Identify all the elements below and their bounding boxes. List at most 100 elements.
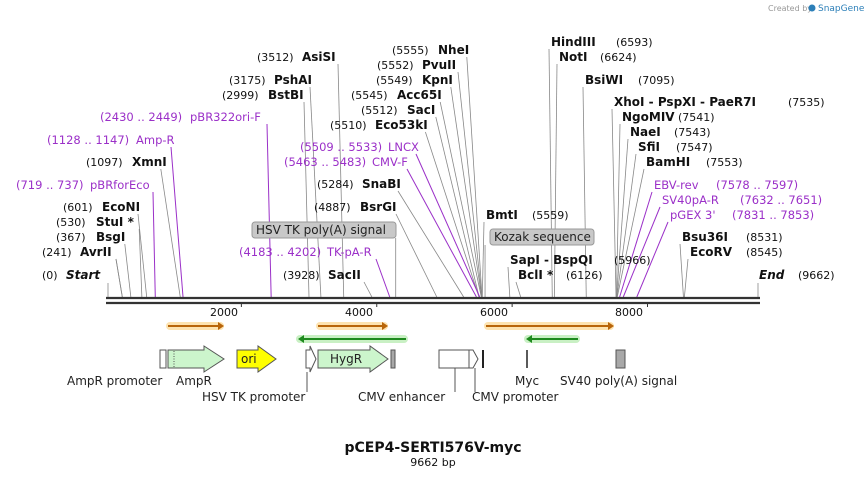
feature-cmv-enhancer[interactable]: CMV enhancer (358, 349, 479, 404)
enzyme-bmti[interactable]: BmtI (5559) (486, 208, 569, 222)
feature-cmv-promoter[interactable]: CMV promoter (472, 350, 559, 404)
feature-myc[interactable]: Myc (515, 350, 539, 388)
kozak-sequence-box[interactable]: Kozak sequence (489, 228, 595, 246)
orf-orange-1[interactable] (166, 322, 224, 330)
enzyme-hindiii[interactable]: HindIII (6593) (551, 35, 653, 49)
feature-track: AmpR promoter AmpR ori HSV TK promoter H… (67, 345, 677, 404)
enzyme-bamhi[interactable]: BamHI (7553) (646, 155, 743, 169)
enzyme-sapi-bspqi[interactable]: SapI - BspQI (5966) (510, 253, 651, 267)
enzyme-name: BclI * (518, 268, 554, 282)
enzyme-bcli[interactable]: BclI * (6126) (518, 268, 603, 282)
enzyme-sfii[interactable]: SfiI (7547) (638, 140, 713, 154)
enzyme-bsu36i[interactable]: Bsu36I (8531) (682, 230, 783, 244)
enzyme-sacii[interactable]: (3928) SacII (283, 268, 361, 282)
primer-name: pBRforEco (90, 178, 150, 192)
primer-connector-line (152, 191, 156, 298)
enzyme-name: Eco53kI (375, 118, 428, 132)
enzyme-stui[interactable]: (530) StuI * (56, 215, 135, 229)
primer-tk-pa-r[interactable]: (4183 .. 4202) TK-pA-R (239, 245, 372, 259)
orf-green-2[interactable] (524, 335, 580, 343)
primer-range: (4183 .. 4202) (239, 245, 321, 259)
enzyme-noti[interactable]: NotI (6624) (559, 50, 637, 64)
enzyme-snabi[interactable]: (5284) SnaBI (317, 177, 401, 191)
enzyme-bsrgi[interactable]: (4887) BsrGI (314, 200, 397, 214)
primer-connector-line (636, 221, 669, 298)
ruler: 2000 4000 6000 8000 (210, 303, 649, 319)
enzyme-eco53ki[interactable]: (5510) Eco53kI (330, 118, 428, 132)
feature-label: CMV promoter (472, 390, 559, 404)
primer-pbrforeco[interactable]: (719 .. 737) pBRforEco (16, 178, 150, 192)
feature-hygr[interactable]: HygR (317, 345, 396, 373)
enzyme-name: BsiWI (585, 73, 623, 87)
orf-orange-2[interactable] (316, 322, 388, 330)
feature-ampr[interactable]: AmpR (167, 345, 225, 388)
end-label: End (759, 268, 785, 282)
primer-labels: (719 .. 737) pBRforEco (1128 .. 1147) Am… (16, 110, 822, 259)
enzyme-position: (7553) (706, 156, 743, 169)
enzyme-pshai[interactable]: (3175) PshAI (229, 73, 312, 87)
enzyme-name: SacII (328, 268, 361, 282)
arrow-right-icon (218, 322, 224, 330)
primer-pgex-3[interactable]: pGEX 3' (7831 .. 7853) (670, 208, 814, 222)
enzyme-xmni[interactable]: (1097) XmnI (86, 155, 167, 169)
polya-box (615, 349, 626, 369)
enzyme-kpni[interactable]: (5549) KpnI (376, 73, 453, 87)
feature-box-label: HSV TK poly(A) signal (256, 223, 386, 237)
enzyme-connector-line (616, 153, 637, 298)
enzyme-avrii[interactable]: (241) AvrII (42, 245, 112, 259)
enzyme-name: PshAI (274, 73, 312, 87)
primer-sv40pa-r[interactable]: SV40pA-R (7632 .. 7651) (662, 193, 822, 207)
primer-ebv-rev[interactable]: EBV-rev (7578 .. 7597) (654, 178, 798, 192)
enzyme-name: Acc65I (397, 88, 442, 102)
enzyme-bsiwi[interactable]: BsiWI (7095) (585, 73, 675, 87)
primer-name: LNCX (388, 140, 419, 154)
enhancer-box (438, 349, 470, 369)
primer-connector-line (415, 153, 481, 298)
enzyme-name: BamHI (646, 155, 690, 169)
enzyme-ngomiv[interactable]: NgoMIV (7541) (622, 110, 715, 124)
enzyme-name: XhoI - PspXI - PaeR7I (614, 95, 756, 109)
enzyme-acc65i[interactable]: (5545) Acc65I (351, 88, 442, 102)
snapgene-logo-icon (808, 4, 816, 12)
enzyme-labels: (241) AvrII (367) BsgI (530) StuI * (601… (42, 35, 825, 282)
connector-lines (107, 48, 759, 298)
enzyme-position: (5559) (532, 209, 569, 222)
enzyme-bsgi[interactable]: (367) BsgI (56, 230, 125, 244)
enzyme-bstbi[interactable]: (2999) BstBI (222, 88, 304, 102)
feature-ampr-promoter[interactable]: AmpR promoter (67, 349, 167, 388)
enzyme-connector-line (439, 101, 482, 298)
enzyme-naei[interactable]: NaeI (7543) (630, 125, 711, 139)
primer-range: (5463 .. 5483) (284, 155, 366, 169)
orf-track (166, 322, 614, 343)
feature-hsv-tk-promoter[interactable]: HSV TK promoter (202, 345, 317, 404)
enzyme-pvuii[interactable]: (5552) PvuII (377, 58, 456, 72)
primer-cmv-f[interactable]: (5463 .. 5483) CMV-F (284, 155, 408, 169)
enzyme-asisi[interactable]: (3512) AsiSI (257, 50, 336, 64)
enzyme-name: KpnI (422, 73, 453, 87)
enzyme-ecorv[interactable]: EcoRV (8545) (690, 245, 783, 259)
primer-range: (1128 .. 1147) (47, 133, 129, 147)
enzyme-connector-line (395, 213, 438, 298)
primer-pbr322ori-f[interactable]: (2430 .. 2449) pBR322ori-F (100, 110, 261, 124)
enzyme-connector-line (115, 258, 123, 298)
enzyme-econi[interactable]: (601) EcoNI (63, 200, 140, 214)
enzyme-position: (6126) (566, 269, 603, 282)
primer-amp-r[interactable]: (1128 .. 1147) Amp-R (47, 133, 175, 147)
enhancer-arrow (468, 349, 479, 369)
cds-arrow (167, 345, 225, 373)
enzyme-name: NaeI (630, 125, 661, 139)
primer-lncx[interactable]: (5509 .. 5533) LNCX (300, 140, 419, 154)
primer-name: Amp-R (136, 133, 175, 147)
orf-green-1[interactable] (296, 335, 408, 343)
enzyme-position: (601) (63, 201, 93, 214)
feature-ori[interactable]: ori (236, 345, 277, 373)
enzyme-connector-line (450, 86, 482, 298)
feature-sv40-polya[interactable]: SV40 poly(A) signal (560, 349, 677, 388)
enzyme-saci[interactable]: (5512) SacI (361, 103, 435, 117)
enzyme-xhoi-pspxi-paer7i[interactable]: XhoI - PspXI - PaeR7I (7535) (614, 95, 825, 109)
arrow-left-icon (526, 335, 532, 343)
enzyme-nhei[interactable]: (5555) NheI (392, 43, 469, 57)
orf-orange-3[interactable] (484, 322, 614, 330)
enzyme-position: (7543) (674, 126, 711, 139)
hsv-tk-polya-box[interactable]: HSV TK poly(A) signal (251, 221, 397, 239)
